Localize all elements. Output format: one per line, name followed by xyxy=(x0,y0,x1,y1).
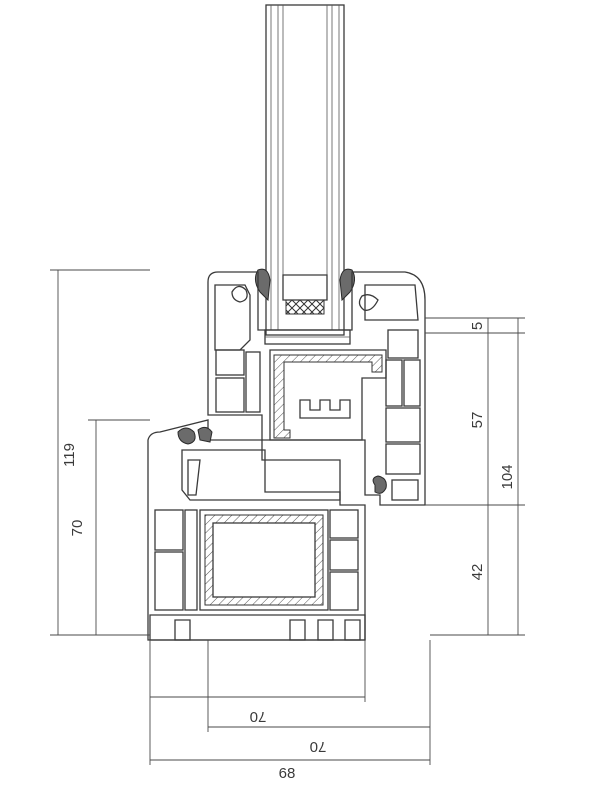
dim-sash-lower-label: 42 xyxy=(469,564,486,581)
glazing-gasket-left xyxy=(254,268,271,302)
dim-frame-depth-label: 70 xyxy=(310,738,327,755)
frame-seal-gasket xyxy=(177,427,196,445)
glazing-unit xyxy=(265,4,345,336)
glazing-gasket-right xyxy=(339,268,356,302)
sash-profile xyxy=(207,271,426,506)
dim-sash-depth-label: 70 xyxy=(250,708,267,725)
sash-corner-gasket xyxy=(372,475,387,494)
dim-sash-middle-label: 57 xyxy=(469,412,486,429)
dim-sash-height-label: 104 xyxy=(499,464,516,489)
dim-overall-depth-label: 68 xyxy=(279,765,296,782)
frame-profile xyxy=(147,419,366,641)
dimension-lines xyxy=(50,269,525,765)
dim-sash-lip-label: 5 xyxy=(469,322,486,330)
dim-frame-height-label: 70 xyxy=(69,520,86,537)
frame-seal-gasket-2 xyxy=(197,426,213,443)
dim-overall-height-label: 119 xyxy=(61,443,78,467)
